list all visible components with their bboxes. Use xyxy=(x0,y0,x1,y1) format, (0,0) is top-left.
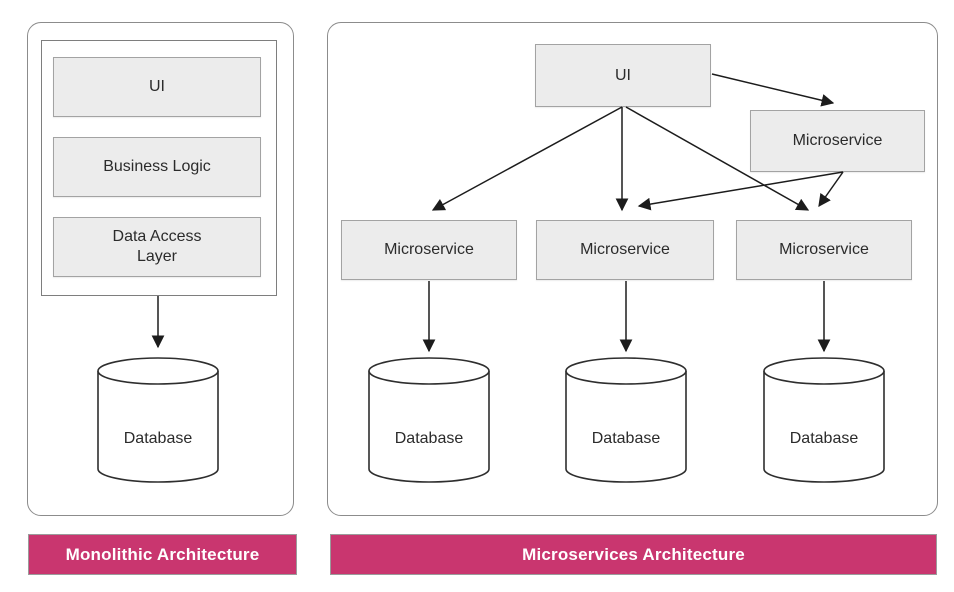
node-microservice-2: Microservice xyxy=(536,220,714,280)
node-business-logic: Business Logic xyxy=(53,137,261,197)
node-business-logic-label: Business Logic xyxy=(103,158,211,175)
monolithic-architecture-banner-label: Monolithic Architecture xyxy=(65,544,260,564)
node-microservice-gateway-label: Microservice xyxy=(792,132,883,149)
monolithic-architecture-banner: Monolithic Architecture xyxy=(28,534,297,575)
node-microservice-1: Microservice xyxy=(341,220,517,280)
microservices-architecture-banner: Microservices Architecture xyxy=(330,534,937,575)
microservices-architecture-banner-label: Microservices Architecture xyxy=(522,544,745,564)
node-microservice-gateway: Microservice xyxy=(750,110,925,172)
node-monolith-ui: UI xyxy=(53,57,261,117)
node-microservice-2-label: Microservice xyxy=(580,241,670,258)
node-microservices-ui-label: UI xyxy=(615,66,631,84)
node-microservice-3: Microservice xyxy=(736,220,912,280)
node-microservice-1-label: Microservice xyxy=(384,241,474,258)
node-data-access-layer-label: Data Access Layer xyxy=(112,228,202,265)
node-microservice-3-label: Microservice xyxy=(779,241,869,258)
node-microservices-ui: UI xyxy=(535,44,711,107)
node-monolith-ui-label: UI xyxy=(149,78,165,95)
node-data-access-layer: Data Access Layer xyxy=(53,217,261,277)
